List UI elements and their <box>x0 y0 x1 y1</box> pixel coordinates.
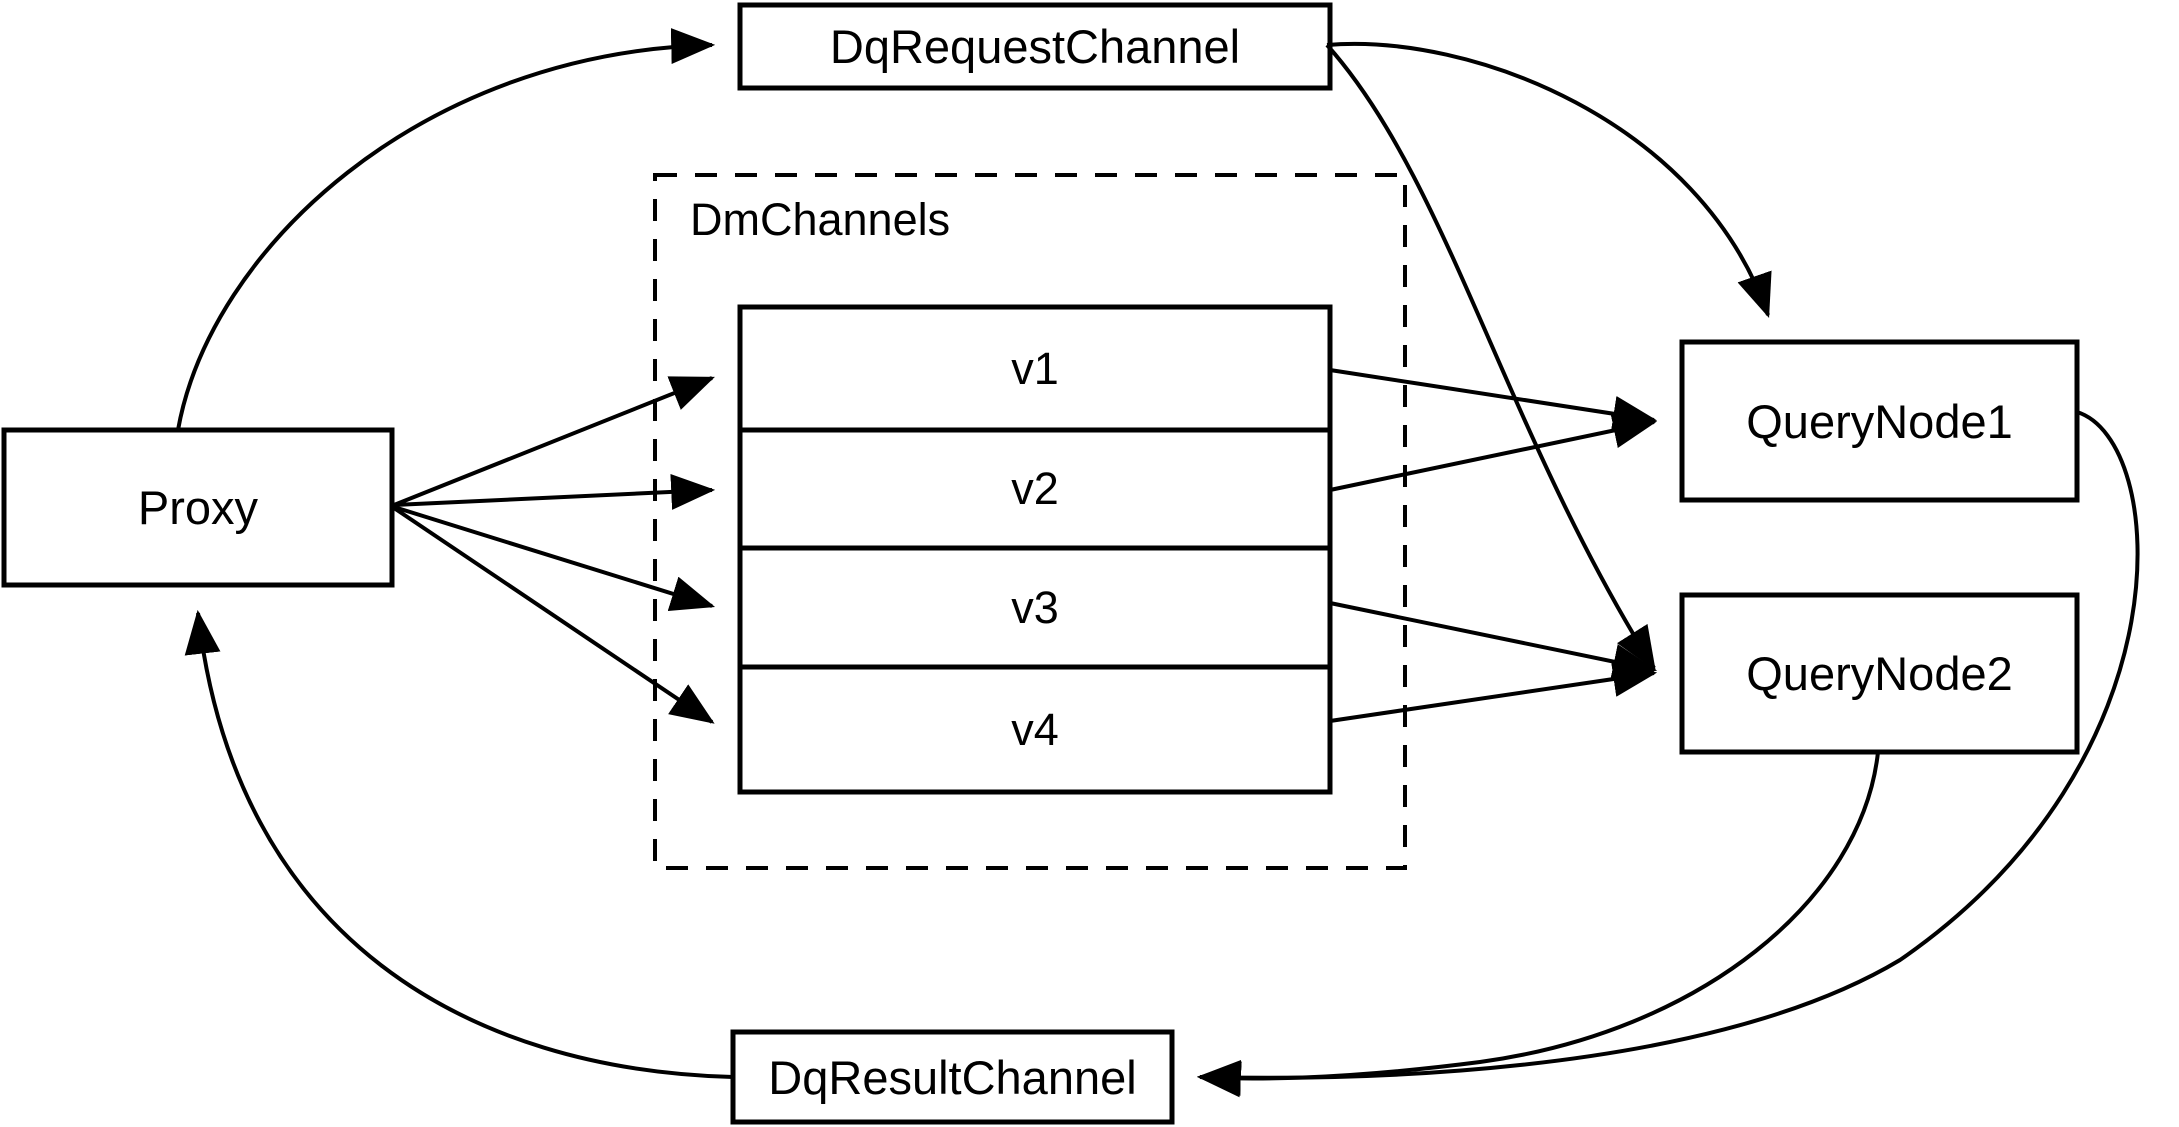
edge-v2-to-query-node-1 <box>1329 412 1658 492</box>
edge-proxy-to-v2 <box>393 473 716 510</box>
edge-dq-result-channel-to-proxy <box>184 609 734 1079</box>
query-node-1-box[interactable] <box>1679 339 2080 503</box>
edge-v1-to-query-node-1 <box>1329 368 1658 432</box>
edge-proxy-to-v4 <box>392 506 715 724</box>
edge-proxy-to-v1 <box>393 376 715 507</box>
edge-proxy-to-v3 <box>393 505 716 612</box>
edge-query-node-2-to-dq-result-channel <box>1196 751 1880 1098</box>
edge-v4-to-query-node-2 <box>1329 661 1658 723</box>
edge-query-node-1-to-dq-result-channel <box>1196 410 2140 1096</box>
proxy-box[interactable] <box>1 427 395 588</box>
dq-request-channel-box[interactable] <box>737 2 1333 91</box>
edge-proxy-to-dq-request-channel <box>176 28 716 431</box>
dq-result-channel-box[interactable] <box>730 1029 1175 1125</box>
edge-dq-request-channel-to-query-node-1 <box>1326 42 1772 319</box>
edge-v3-to-query-node-2 <box>1329 601 1658 680</box>
edge-dq-request-channel-to-query-node-2 <box>1325 43 1656 671</box>
query-node-2-box[interactable] <box>1679 592 2080 755</box>
